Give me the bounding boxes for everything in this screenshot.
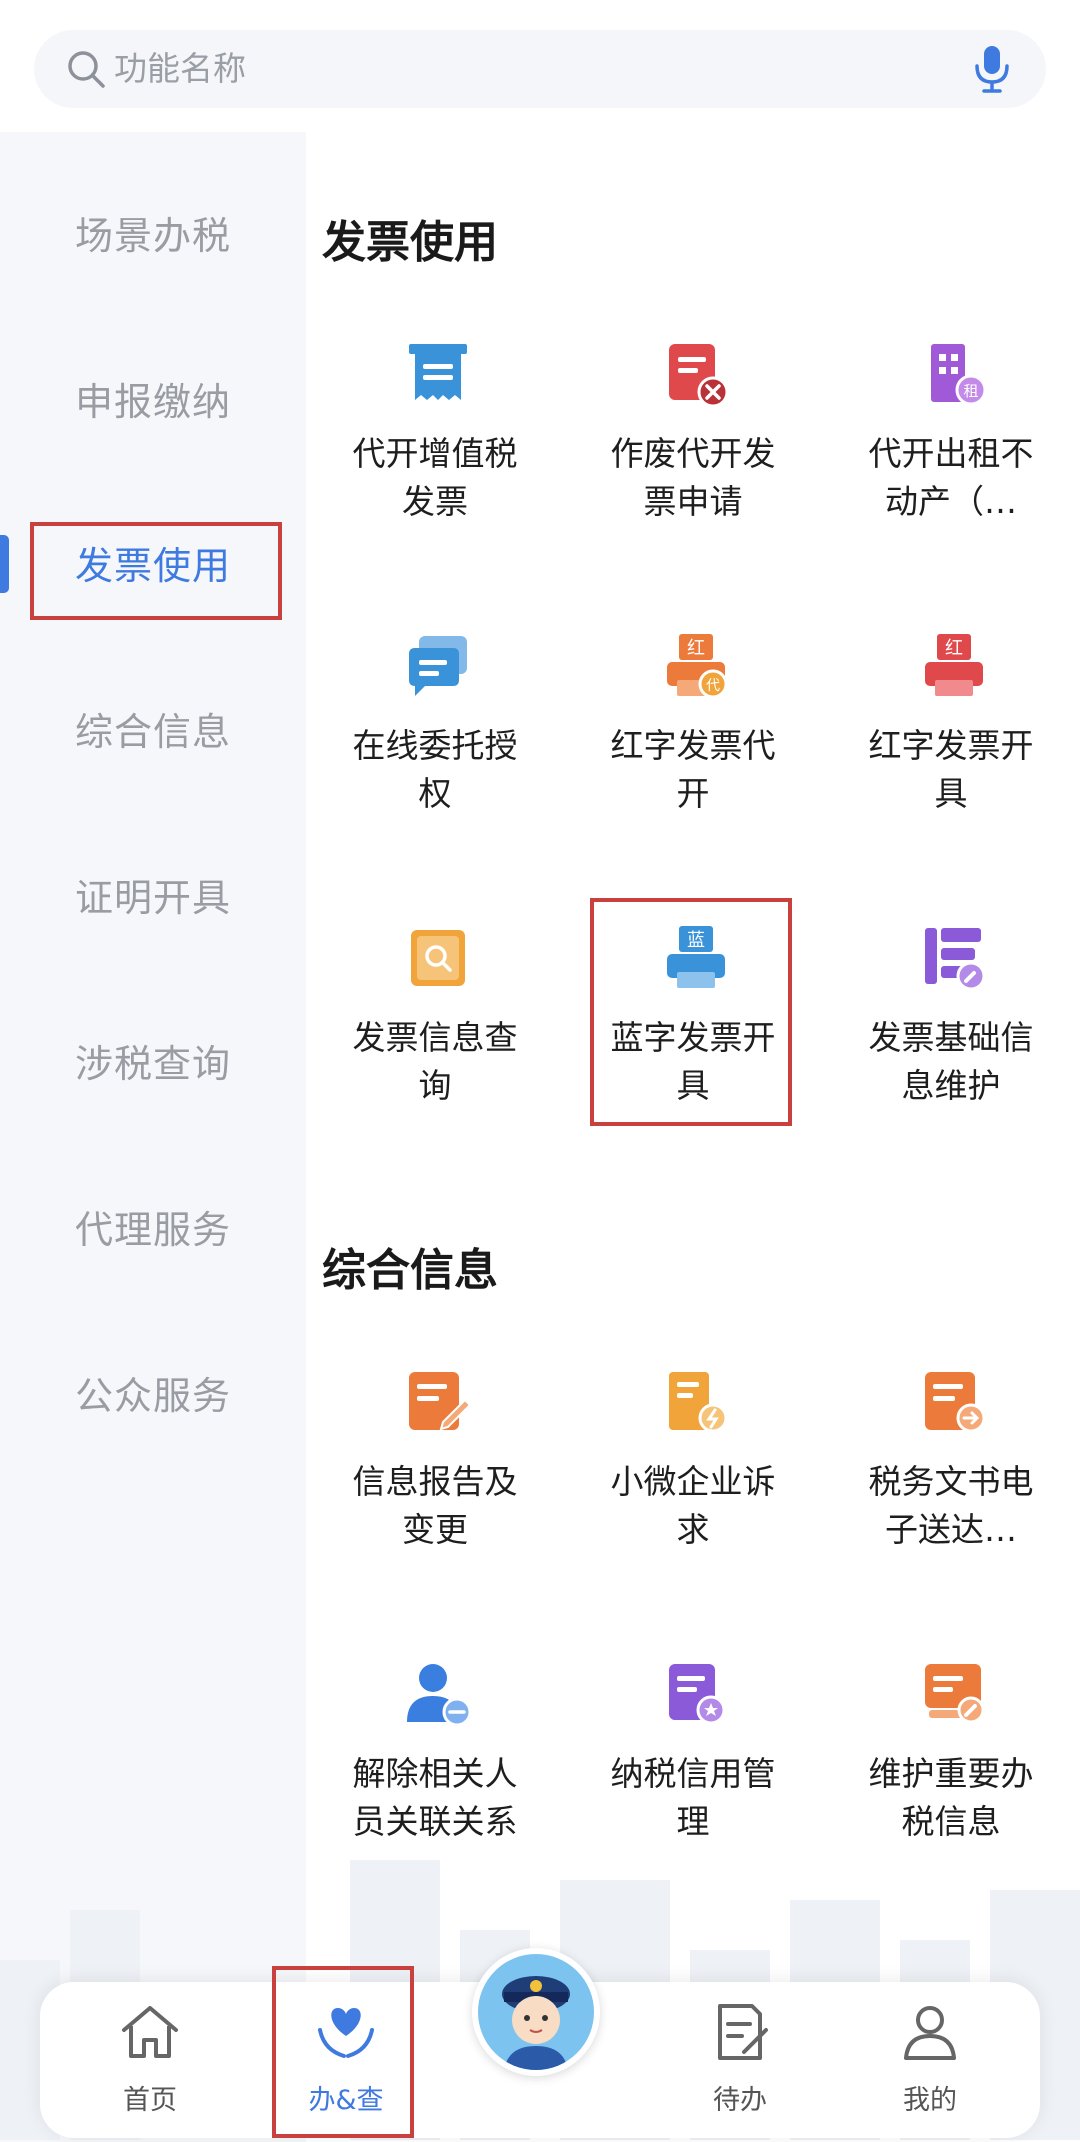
credit-badge-icon [669,1664,726,1725]
invoice-settings-icon [925,928,986,991]
active-indicator [0,535,9,593]
void-invoice-icon [669,344,729,408]
invoice-search-icon [411,930,465,986]
sidebar-item-agent-service[interactable]: 代理服务 [74,1208,231,1252]
maintain-info-icon [925,1664,985,1724]
tab-home[interactable]: 首页 [70,1982,230,2138]
rent-building-icon: 租 [931,344,987,406]
avatar-character-icon [502,1976,570,2070]
todo-icon [718,2004,768,2060]
function-grid: 发票使用 代开增值税发票 作废代开发票申请 租 代开出租不动产（… [306,132,1080,2142]
tile-online-authorization[interactable]: 在线委托授权 [306,632,564,882]
search-placeholder: 功能名称 [114,49,246,88]
tile-remove-related-person[interactable]: 解除相关人员关联关系 [306,1660,564,1910]
red-invoice-printer-icon: 红 代 [667,634,728,699]
search-input[interactable]: 功能名称 [34,30,1046,108]
section-title-general-info: 综合信息 [322,1245,498,1296]
tile-maintain-important-info[interactable]: 维护重要办税信息 [822,1660,1080,1910]
svg-text:红: 红 [945,638,963,659]
sidebar-item-declare-pay[interactable]: 申报缴纳 [74,380,231,424]
sidebar-item-scenario-tax[interactable]: 场景办税 [74,214,231,258]
category-sidebar: 场景办税 申报缴纳 发票使用 综合信息 证明开具 涉税查询 代理服务 公众服务 [0,132,306,2142]
tile-rent-property-invoice[interactable]: 租 代开出租不动产（… [822,340,1080,590]
sidebar-item-tax-query[interactable]: 涉税查询 [74,1042,231,1086]
search-area: 功能名称 [0,0,1080,132]
tile-small-enterprise-request[interactable]: 小微企业诉求 [564,1368,822,1618]
tab-mine[interactable]: 我的 [850,1982,1010,2138]
tile-blue-invoice-issue[interactable]: 蓝 蓝字发票开具 [564,924,822,1174]
svg-text:红: 红 [687,638,705,659]
microphone-icon[interactable] [972,44,1012,94]
sidebar-item-invoice-use[interactable]: 发票使用 [74,544,231,588]
tile-issue-vat-invoice[interactable]: 代开增值税发票 [306,340,564,590]
svg-text:代: 代 [706,678,720,694]
document-send-icon [925,1372,986,1433]
red-invoice-icon: 红 [925,634,983,696]
remove-user-icon [407,1664,472,1727]
receipt-icon [409,344,467,400]
home-icon [122,2006,178,2058]
tile-invoice-basic-maintenance[interactable]: 发票基础信息维护 [822,924,1080,1174]
section-title-invoice: 发票使用 [322,217,498,268]
chat-authorize-icon [409,636,467,696]
sidebar-item-general-info[interactable]: 综合信息 [74,710,231,754]
svg-text:蓝: 蓝 [687,930,705,951]
tile-info-report-change[interactable]: 信息报告及变更 [306,1368,564,1618]
tile-tax-credit-management[interactable]: 纳税信用管理 [564,1660,822,1910]
tile-red-invoice-agent[interactable]: 红 代 红字发票代开 [564,632,822,882]
sidebar-item-certificate[interactable]: 证明开具 [74,876,231,920]
heart-hands-icon [318,2008,374,2058]
search-icon [68,51,105,88]
tab-handle-check[interactable]: 办&查 [266,1982,426,2138]
report-edit-icon [409,1372,472,1431]
tab-todo[interactable]: 待办 [660,1982,820,2138]
sidebar-item-public-service[interactable]: 公众服务 [74,1374,231,1418]
user-icon [904,2006,956,2060]
tile-invoice-info-query[interactable]: 发票信息查询 [306,924,564,1174]
tax-officer-avatar[interactable] [472,1948,600,2076]
enterprise-request-icon [669,1372,728,1433]
tile-red-invoice-issue[interactable]: 红 红字发票开具 [822,632,1080,882]
blue-invoice-printer-icon: 蓝 [667,926,725,988]
tile-tax-document-delivery[interactable]: 税务文书电子送达… [822,1368,1080,1618]
svg-text:租: 租 [963,382,978,400]
tile-void-invoice-request[interactable]: 作废代开发票申请 [564,340,822,590]
